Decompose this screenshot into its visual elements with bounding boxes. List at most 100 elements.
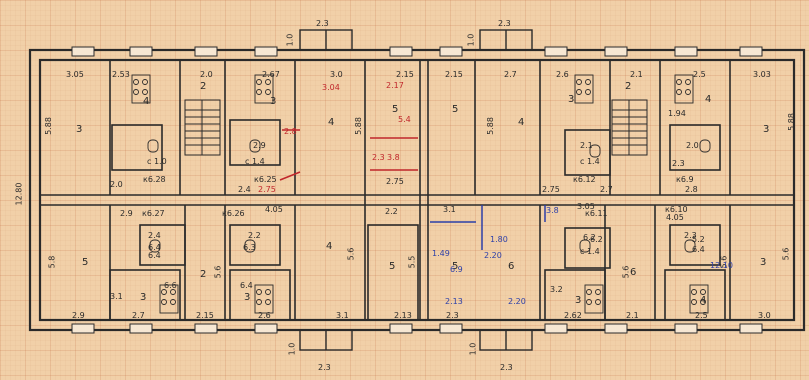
- interior-walls: [40, 60, 794, 321]
- room-width-label: 2.67: [262, 70, 280, 79]
- bay-width-label: 2.3: [318, 363, 331, 372]
- room-width-label: 2.3: [446, 311, 459, 320]
- room-number: 2: [200, 81, 207, 92]
- bay-depth-label: 1.0: [287, 342, 297, 356]
- wc-label: 2.9: [253, 141, 266, 150]
- bay-depth-label: 1.0: [466, 33, 476, 47]
- room-width-label: 3.0: [330, 70, 343, 79]
- bay-width-label: 2.3: [500, 363, 513, 372]
- room-number: 4: [326, 241, 333, 252]
- corridor-label: 2.8: [685, 185, 698, 194]
- corridor-label: 2.75: [542, 185, 560, 194]
- misc-label: 6.2: [590, 235, 603, 244]
- kitchen-label: к6.11: [585, 209, 608, 218]
- room-width-label: 3.1: [336, 311, 349, 320]
- room-number: 6: [508, 261, 515, 272]
- bay-depth-label: 1.0: [468, 342, 478, 356]
- room-number: 3: [270, 96, 277, 107]
- kitchen-label: к6.9: [676, 175, 694, 184]
- corridor-label: 2.2: [385, 207, 398, 216]
- bath-label: 6.6: [164, 281, 177, 290]
- room-width-label: 2.9: [72, 311, 85, 320]
- blue-note: 2.20: [484, 251, 502, 260]
- room-width-label: 3.03: [753, 70, 771, 79]
- kitchen-label: к6.27: [142, 209, 165, 218]
- blue-note: 1.80: [490, 235, 508, 244]
- room-number: 4: [518, 117, 525, 128]
- room-number: 4: [328, 117, 335, 128]
- bath-label: 6.3: [243, 243, 256, 252]
- room-width-label: 2.5: [693, 70, 706, 79]
- room-width-label: 2.1: [630, 70, 643, 79]
- room-width-label: 2.15: [445, 70, 463, 79]
- room-number: 3: [140, 292, 147, 303]
- room-width-label: 2.7: [132, 311, 145, 320]
- room-width-label: 2.15: [196, 311, 214, 320]
- red-annotations: [279, 129, 418, 181]
- room-depth-label: 5.6: [621, 265, 631, 279]
- room-depth-label: 5.6: [213, 265, 223, 279]
- room-width-label: 2.5: [695, 311, 708, 320]
- room-number: 4: [705, 94, 712, 105]
- room-number: 4: [143, 96, 150, 107]
- kitchen-label: к6.28: [143, 175, 166, 184]
- corridor-label: 4.05: [666, 213, 684, 222]
- room-depth-label: 5.6: [781, 247, 791, 261]
- wc-label: с 1.4: [245, 157, 265, 166]
- blue-note: 2.13: [445, 297, 463, 306]
- blue-annotations: [430, 205, 546, 250]
- room-number: 3: [76, 124, 83, 135]
- misc-label: 3.1: [110, 292, 123, 301]
- misc-label: 2.9: [120, 209, 133, 218]
- room-depth-label: 5.88: [43, 117, 53, 135]
- room-width-label: 2.6: [258, 311, 271, 320]
- red-note: 2.3: [372, 153, 385, 162]
- room-number: 3: [244, 292, 251, 303]
- misc-label: 1.94: [668, 109, 686, 118]
- room-depth-label: 5.88: [786, 113, 796, 131]
- room-depth-label: 5.6: [346, 247, 356, 261]
- building-depth-label: 12.80: [14, 182, 24, 206]
- room-number: 2: [625, 81, 632, 92]
- bay-windows: [299, 29, 533, 351]
- kitchen-label: к6.12: [573, 175, 596, 184]
- window-openings: [71, 46, 763, 334]
- bath-label: 6.4: [148, 243, 161, 252]
- wc-label: 2.1: [580, 141, 593, 150]
- room-number: 5: [82, 257, 89, 268]
- room-number: 5: [389, 261, 396, 272]
- red-note: 2.75: [258, 185, 276, 194]
- room-number: 3: [760, 257, 767, 268]
- misc-label: 6.4: [148, 251, 161, 260]
- red-note: 2.17: [386, 81, 404, 90]
- room-depth-label: 5.88: [353, 117, 363, 135]
- bath-label: 5.2: [692, 235, 705, 244]
- blue-note: 1.49: [432, 249, 450, 258]
- kitchen-label: к6.26: [222, 209, 245, 218]
- room-number: 4: [700, 295, 707, 306]
- bath-label: 6.4: [692, 245, 705, 254]
- room-number: 3: [575, 295, 582, 306]
- room-depth-label: 5.88: [485, 117, 495, 135]
- corridor-label: 2.75: [386, 177, 404, 186]
- room-width-label: 2.15: [396, 70, 414, 79]
- kitchen-label: к6.25: [254, 175, 277, 184]
- corridor-label: 4.05: [265, 205, 283, 214]
- blue-note: 12.10: [710, 261, 733, 270]
- stairwells: [184, 99, 648, 156]
- blue-note: 3.8: [546, 206, 559, 215]
- wc-label: с 1.0: [147, 157, 167, 166]
- wc-label: 2.3: [684, 231, 697, 240]
- corridor-label: 3.1: [443, 205, 456, 214]
- room-width-label: 3.05: [66, 70, 84, 79]
- room-depth-label: 5.5: [407, 255, 417, 269]
- room-width-label: 3.0: [758, 311, 771, 320]
- red-note: 5.4: [398, 115, 411, 124]
- wc-label: 2.4: [148, 231, 161, 240]
- room-width-label: 2.53: [112, 70, 130, 79]
- misc-label: 2.3: [672, 159, 685, 168]
- room-number: 3: [763, 124, 770, 135]
- wc-label: с 1.4: [580, 157, 600, 166]
- kitchen-label: к6.10: [665, 205, 688, 214]
- bay-width-label: 2.3: [316, 19, 329, 28]
